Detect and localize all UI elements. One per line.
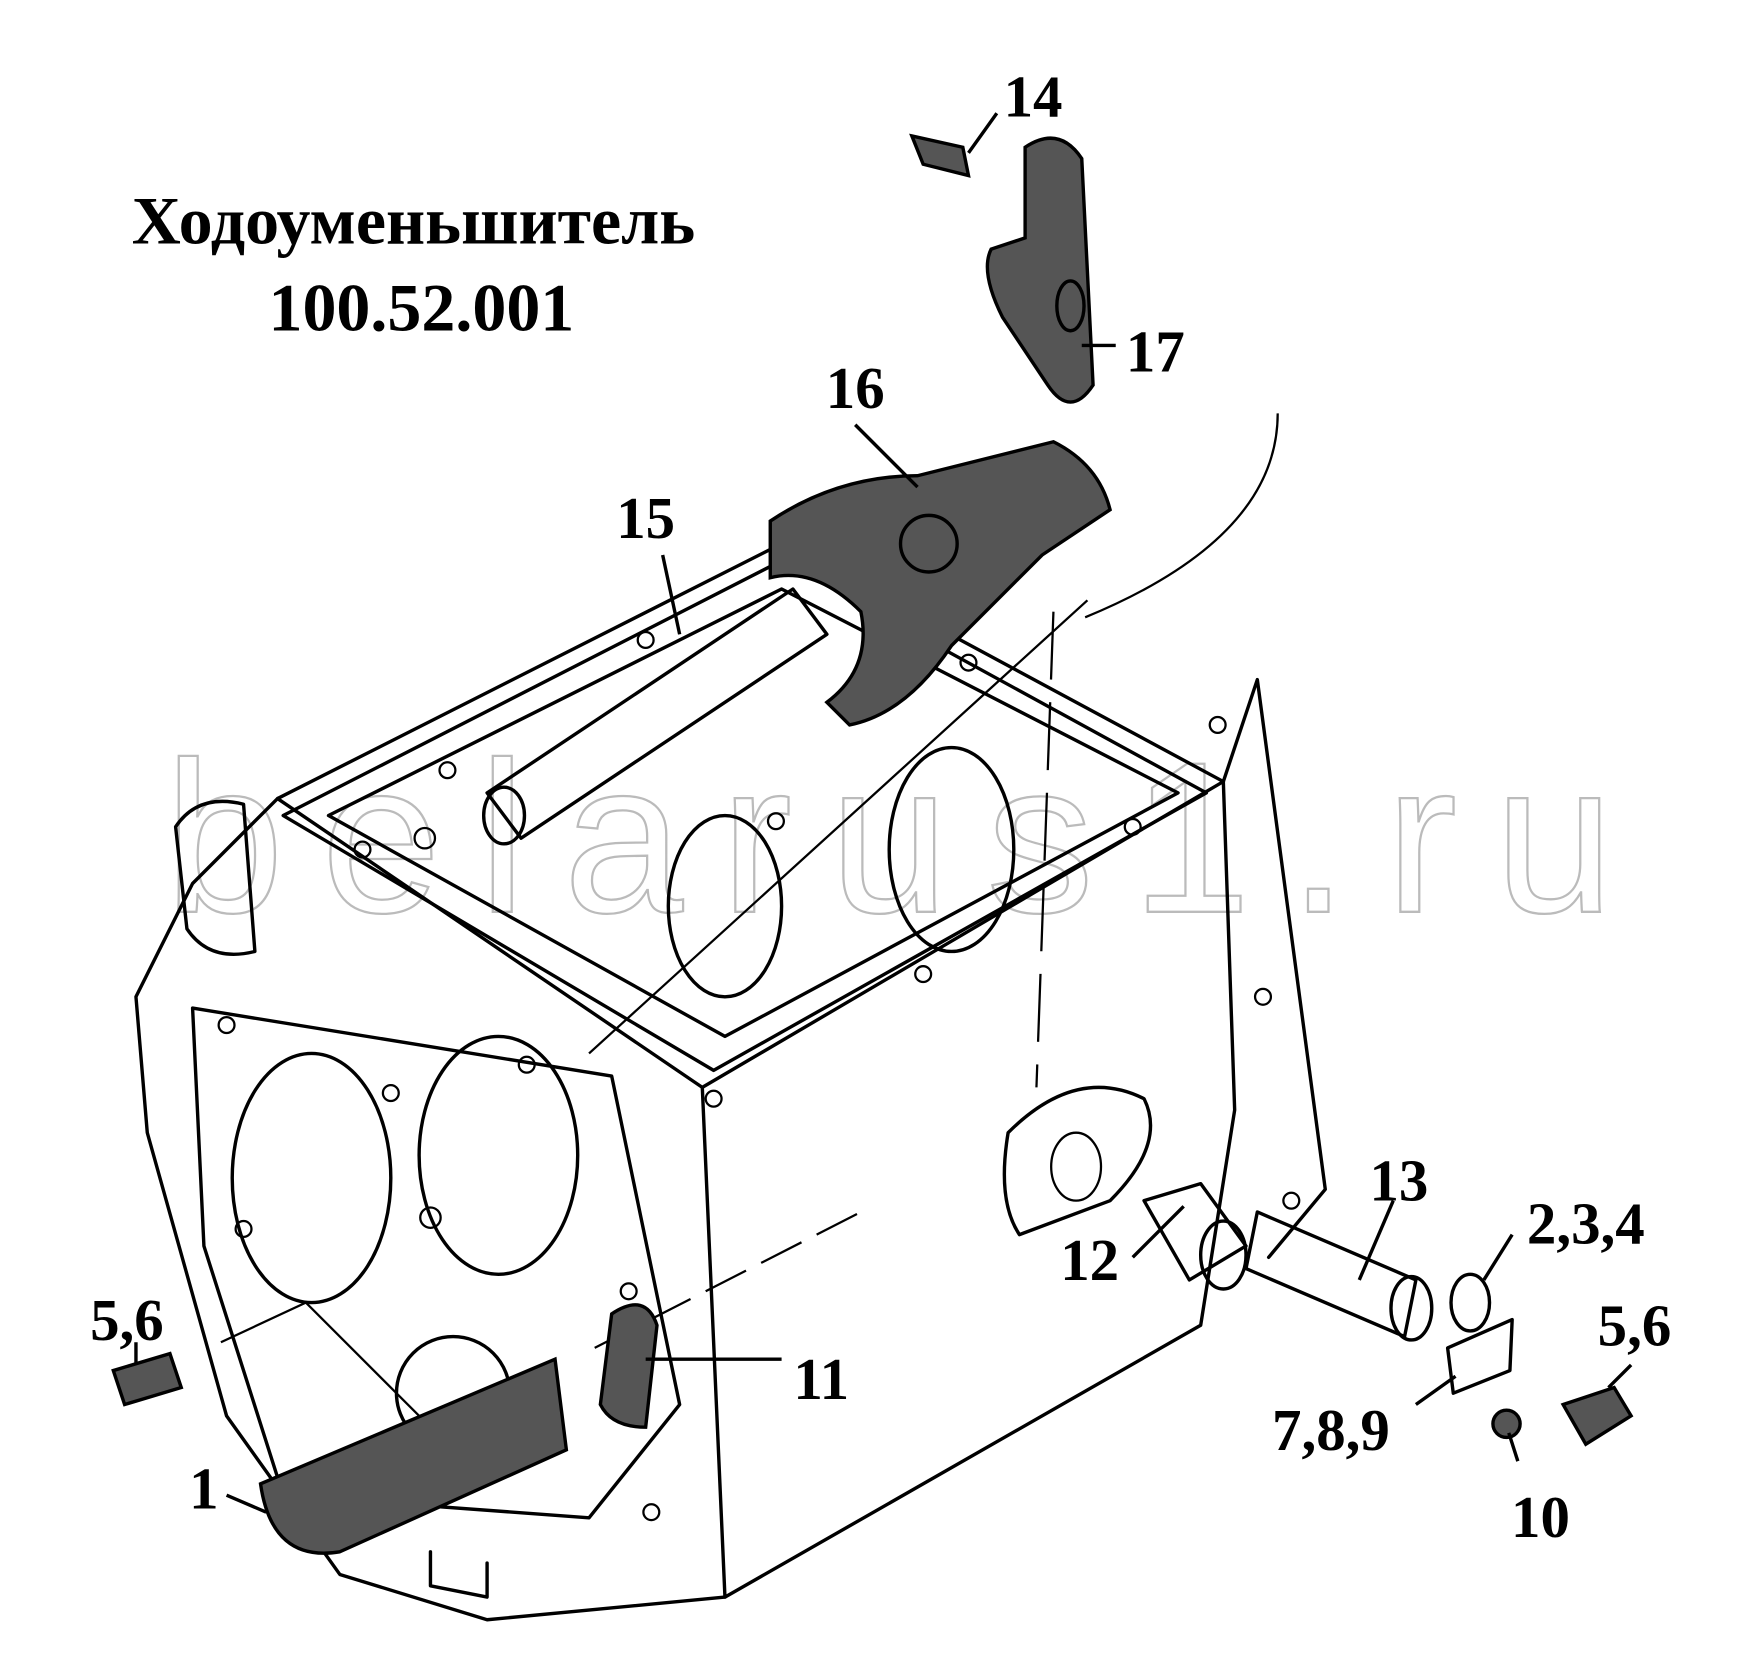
part-5-6-bolt-left xyxy=(111,1351,184,1407)
diagram-title: Ходоуменьшитель xyxy=(132,183,696,259)
callout-5-6-left: 5,6 xyxy=(90,1288,164,1353)
gearbox-housing xyxy=(134,413,1327,1622)
part-10-nut xyxy=(1491,1408,1522,1440)
callout-2-3-4: 2,3,4 xyxy=(1527,1192,1645,1257)
callout-16: 16 xyxy=(826,356,885,421)
callout-12: 12 xyxy=(1060,1228,1119,1293)
part-14-plug xyxy=(909,133,971,178)
part-13-pin xyxy=(1244,1210,1434,1342)
callout-14: 14 xyxy=(1004,65,1063,130)
part-17-lever xyxy=(985,136,1095,404)
part-15-rod xyxy=(481,587,829,846)
callout-10: 10 xyxy=(1511,1485,1570,1550)
part-11-plate xyxy=(598,1303,659,1429)
callout-1: 1 xyxy=(189,1457,218,1522)
callout-7-8-9: 7,8,9 xyxy=(1272,1398,1390,1463)
part-number: 100.52.001 xyxy=(268,270,574,346)
callout-5-6-right: 5,6 xyxy=(1598,1294,1672,1359)
part-5-6-bolt-right xyxy=(1560,1385,1634,1447)
callout-11: 11 xyxy=(793,1347,849,1412)
leader-lines xyxy=(134,112,1633,1514)
callout-17: 17 xyxy=(1126,320,1185,385)
part-1-shaft xyxy=(258,1356,569,1555)
part-2-3-4-ring xyxy=(1449,1272,1492,1333)
callout-15: 15 xyxy=(616,486,675,551)
part-7-8-9-washer xyxy=(1445,1317,1514,1395)
part-16-fork xyxy=(768,439,1113,727)
callout-13: 13 xyxy=(1369,1149,1428,1214)
part-12-bushing xyxy=(1142,1181,1248,1291)
